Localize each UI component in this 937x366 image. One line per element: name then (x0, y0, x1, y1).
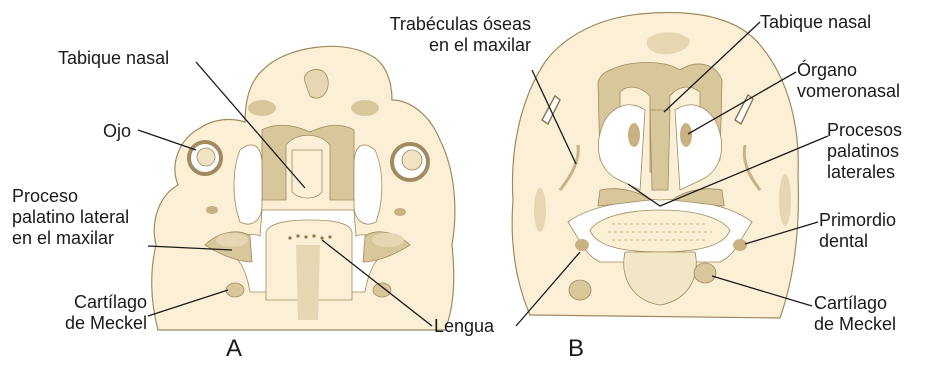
septum-stem-a (292, 150, 322, 198)
panel-letter-a: A (226, 336, 242, 362)
meckel-a-left (226, 283, 244, 297)
side-mass-b-right (779, 174, 791, 226)
label-cartilago-meckel-b: Cartílago de Meckel (814, 293, 896, 335)
panel-letter-b: B (568, 336, 584, 362)
meckel-a-right (373, 283, 391, 297)
eye-a-right (392, 144, 428, 180)
tongue-core-a (296, 245, 320, 320)
label-lengua: Lengua (434, 316, 494, 337)
label-trabeculas-oseas: Trabéculas óseas en el maxilar (366, 14, 531, 56)
side-mass-a-left (248, 100, 276, 116)
tongue-b (590, 210, 730, 252)
septum-stem-b (650, 110, 670, 190)
label-proceso-palatino-a: Proceso palatino lateral en el maxilar (12, 186, 129, 249)
label-tabique-nasal-a: Tabique nasal (58, 48, 169, 69)
vomeronasal-organ-left (628, 123, 640, 147)
meckel-b-right (694, 263, 716, 283)
section-a (152, 46, 455, 330)
small-body-a-2 (394, 208, 406, 216)
meckel-b-left (569, 280, 591, 300)
nasal-cavity-a-right (354, 145, 382, 224)
label-organo-vomeronasal: Órgano vomeronasal (797, 60, 900, 102)
label-procesos-palatinos-b: Procesos palatinos laterales (827, 120, 902, 183)
side-mass-b-left (534, 188, 546, 232)
label-ojo: Ojo (103, 121, 131, 142)
section-b (512, 12, 798, 318)
eye-a-left (189, 142, 221, 174)
jaw-mass-a-left (216, 233, 248, 247)
vomeronasal-organ-right (680, 123, 692, 147)
label-primordio-dental: Primordio dental (819, 210, 896, 252)
small-body-a-1 (206, 206, 218, 214)
jaw-mass-a-right (372, 233, 404, 247)
nasal-cavity-a-left (234, 145, 262, 224)
dental-primordium-b-left (575, 239, 589, 251)
label-cartilago-meckel-a: Cartílago de Meckel (44, 292, 147, 334)
side-mass-a-right (351, 100, 379, 116)
label-tabique-nasal-b: Tabique nasal (760, 12, 871, 33)
dental-primordium-b-right (733, 239, 747, 251)
